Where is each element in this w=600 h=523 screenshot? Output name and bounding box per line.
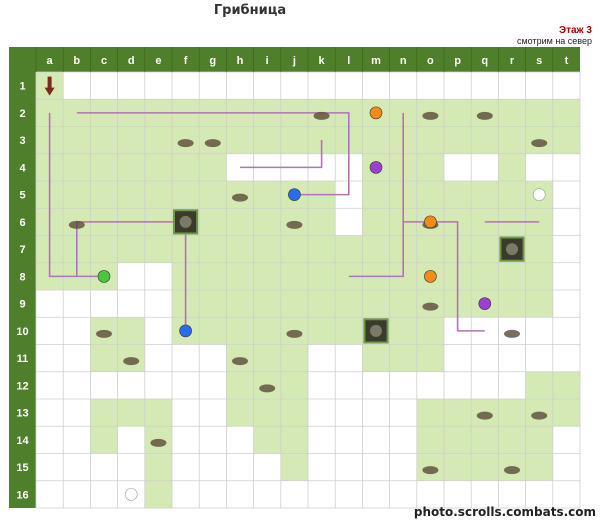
portrait-face-icon [370,324,382,337]
orange-orb-icon [424,270,437,283]
floor-area [498,153,526,236]
row-label: 11 [17,353,29,365]
row-label: 4 [19,162,26,174]
row-label: 6 [19,217,25,229]
row-label: 13 [16,408,28,420]
creature-icon [232,357,248,366]
row-label: 12 [16,380,28,392]
white-orb-icon [124,488,138,501]
row-label: 15 [16,462,28,474]
floor-area [144,426,172,508]
blue-orb-icon [179,324,192,338]
column-label: g [209,55,216,67]
column-label: f [184,55,188,67]
creature-icon [422,111,439,120]
facing-label: смотрим на север [516,36,592,46]
creature-icon [68,220,85,229]
watermark: photo.scrolls.combats.com [413,505,596,519]
column-label: k [319,55,326,67]
column-label: l [347,55,350,67]
creature-icon [204,139,221,148]
row-label: 1 [19,81,25,93]
creature-icon [504,466,520,475]
creature-icon [504,329,520,338]
floor-label: Этаж 3 [558,25,592,36]
column-label: j [292,55,296,67]
column-label: a [47,55,54,67]
row-label: 5 [19,190,25,202]
column-label: c [101,55,107,67]
purple-orb-icon [369,161,383,174]
column-label: d [128,55,135,67]
map-title: Грибница [213,3,287,18]
row-label: 9 [19,299,25,311]
route-line [48,112,104,278]
column-label: q [481,55,488,67]
route-line [76,221,187,331]
column-label: t [565,55,569,67]
creature-icon [422,302,439,311]
creature-icon [531,139,548,148]
column-label: r [510,55,515,67]
creature-icon [531,411,548,420]
creature-icon [313,111,330,120]
column-label: i [266,55,269,67]
row-label: 16 [16,489,28,501]
column-label: m [371,55,381,67]
creature-icon [259,384,276,393]
route-line [240,140,323,169]
creature-icon [422,466,439,475]
creature-icon [150,438,167,447]
creature-icon [476,111,493,120]
white-orb-icon [532,188,546,201]
row-label: 14 [16,435,29,447]
column-label: b [73,55,80,67]
column-label: n [400,55,407,67]
purple-orb-icon [478,297,492,310]
green-orb-icon [97,270,111,283]
blue-orb-icon [288,188,301,201]
column-label: h [237,55,244,67]
column-label: e [155,55,161,67]
creature-icon [232,193,248,202]
floor-area [199,126,227,209]
row-label: 8 [19,271,25,283]
creature-icon [286,329,303,338]
row-label: 2 [19,108,25,120]
row-label: 10 [16,326,28,338]
column-label: p [454,55,461,67]
creature-icon [286,220,303,229]
row-label: 3 [19,135,25,147]
row-label: 7 [19,244,25,256]
column-label: s [536,55,542,67]
orange-orb-icon [424,215,437,229]
route-line [348,112,404,278]
portrait-face-icon [179,215,192,228]
route-line [76,112,350,196]
creature-icon [123,357,140,366]
creature-icon [177,139,194,148]
creature-icon [476,411,493,420]
portrait-face-icon [506,243,518,256]
floor-area [226,399,308,427]
creature-icon [96,329,112,338]
arrow-down-icon [44,76,55,96]
orange-orb-icon [369,106,383,120]
column-label: o [427,55,434,67]
